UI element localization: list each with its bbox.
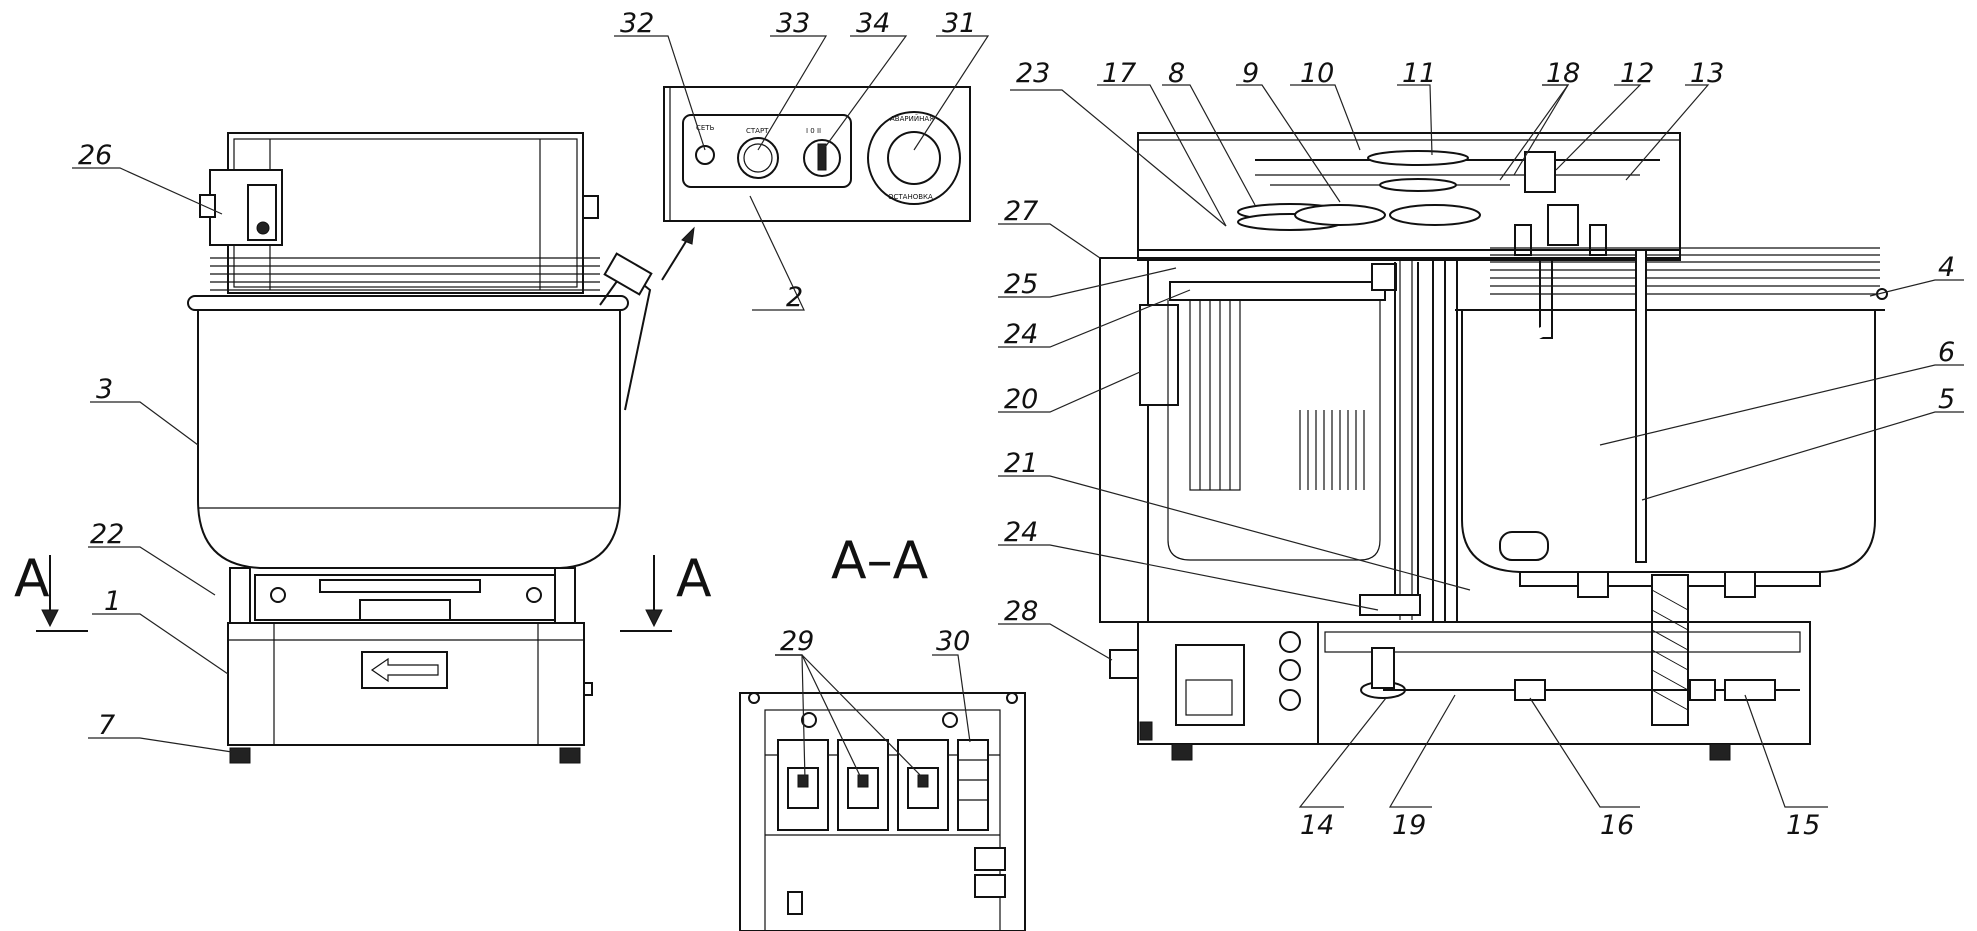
callout-18: 18 <box>1546 58 1580 89</box>
callout-33: 33 <box>776 8 810 39</box>
callout-26: 26 <box>78 140 112 171</box>
callout-25: 25 <box>1004 269 1038 300</box>
callout-9: 9 <box>1242 58 1259 89</box>
callout-19: 19 <box>1392 810 1426 841</box>
front-view: A A <box>14 132 712 764</box>
callout-27: 27 <box>1004 196 1038 227</box>
callout-labels: 26 3 22 1 7 32 33 34 31 2 23 17 8 9 10 1… <box>78 8 1955 841</box>
callout-8: 8 <box>1168 58 1185 89</box>
callout-11: 11 <box>1402 58 1436 89</box>
callout-24-top: 24 <box>1004 319 1038 350</box>
callout-21: 21 <box>1004 448 1038 479</box>
callout-1: 1 <box>104 586 121 617</box>
start-button-label: СТАРТ <box>746 127 769 135</box>
callout-10: 10 <box>1300 58 1334 89</box>
callout-23: 23 <box>1016 58 1050 89</box>
callout-12: 12 <box>1620 58 1654 89</box>
emergency-stop-top-label: АВАРИЙНАЯ <box>890 114 934 123</box>
callout-34: 34 <box>856 8 890 39</box>
callout-4: 4 <box>1938 252 1955 283</box>
callout-5: 5 <box>1938 384 1955 415</box>
control-panel-detail: СЕТЬ СТАРТ I 0 II АВАРИЙНАЯ ОСТАНОВКА <box>661 86 971 281</box>
callout-7: 7 <box>98 710 115 741</box>
callout-3: 3 <box>96 374 113 405</box>
callout-20: 20 <box>1004 384 1038 415</box>
side-section-view <box>1099 132 1888 761</box>
callout-17: 17 <box>1102 58 1136 89</box>
callout-31: 31 <box>942 8 976 39</box>
callout-24-bottom: 24 <box>1004 517 1038 548</box>
callout-22: 22 <box>90 519 124 550</box>
callout-6: 6 <box>1938 337 1955 368</box>
section-a-a-view: A–A <box>739 531 1026 931</box>
mode-switch-label: I 0 II <box>806 127 821 135</box>
callout-15: 15 <box>1786 810 1820 841</box>
callout-29: 29 <box>780 626 814 657</box>
emergency-stop-bottom-label: ОСТАНОВКА <box>888 193 933 201</box>
power-lamp <box>695 145 715 165</box>
callout-28: 28 <box>1004 596 1038 627</box>
emergency-stop <box>867 111 961 205</box>
section-title: A–A <box>831 531 929 591</box>
callout-32: 32 <box>620 8 654 39</box>
callout-30: 30 <box>936 626 970 657</box>
callout-14: 14 <box>1300 810 1334 841</box>
section-marker-right: A <box>676 549 712 609</box>
callout-13: 13 <box>1690 58 1724 89</box>
callout-2: 2 <box>786 282 803 313</box>
leader-lines <box>72 35 1964 808</box>
section-marker-left: A <box>14 549 50 609</box>
power-lamp-label: СЕТЬ <box>696 124 715 132</box>
callout-16: 16 <box>1600 810 1634 841</box>
